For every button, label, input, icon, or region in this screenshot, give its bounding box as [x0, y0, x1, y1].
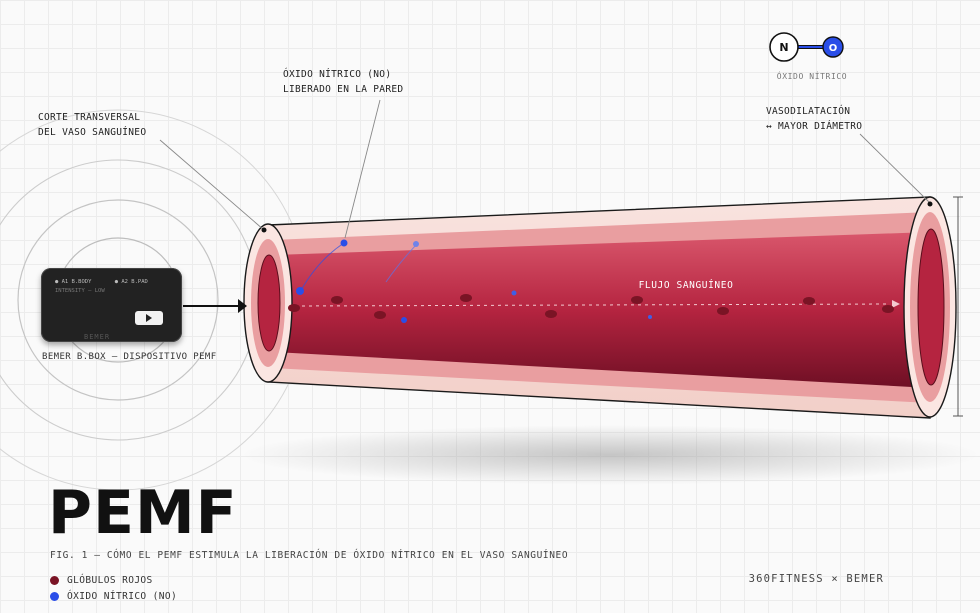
molecule-n-label: N	[779, 41, 788, 54]
nitric-oxide-particle	[296, 287, 304, 295]
device-channel-b: ● A2 B.PAD	[114, 279, 148, 285]
red-blood-cell	[331, 296, 343, 304]
legend-label-red-cells: GLÓBULOS ROJOS	[67, 574, 153, 586]
label-vasodilation-line1: VASODILATACIÓN	[766, 106, 851, 117]
flow-arrowhead	[892, 300, 900, 308]
nitrogen-atom	[769, 32, 799, 62]
legend-label-nitric-oxide: ÓXIDO NÍTRICO (NO)	[67, 590, 178, 602]
leader-no-released	[344, 99, 381, 239]
red-blood-cell	[374, 311, 386, 319]
nitric-oxide-particle	[340, 239, 348, 247]
nitric-oxide-particle	[413, 241, 419, 247]
label-cross-section-line2: DEL VASO SANGUÍNEO	[38, 127, 147, 138]
label-no-released-line1: ÓXIDO NÍTRICO (NO)	[283, 69, 392, 80]
legend-swatch-red-cells	[50, 575, 59, 585]
red-blood-cells	[288, 294, 894, 319]
legend-swatch-nitric-oxide	[50, 591, 59, 601]
molecule-caption: ÓXIDO NÍTRICO	[777, 70, 847, 81]
label-vasodilation-line2: ↔ MAYOR DIÁMETRO	[766, 121, 863, 132]
label-no-released-line2: LIBERADO EN LA PARED	[283, 84, 404, 95]
nitric-oxide-particles	[296, 239, 652, 323]
molecule-o-label: O	[829, 43, 838, 54]
device-caption: BEMER B.BOX — DISPOSITIVO PEMF	[42, 352, 217, 362]
red-blood-cell	[717, 307, 729, 315]
figure-caption: FIG. 1 — CÓMO EL PEMF ESTIMULA LA LIBERA…	[50, 550, 569, 561]
nitric-oxide-particle	[511, 290, 517, 296]
nitric-oxide-molecule-icon: N O	[769, 32, 844, 62]
device-brand: BEMER	[84, 333, 111, 341]
brand-mark: 360FITNESS × BEMER	[748, 573, 884, 585]
red-blood-cell	[631, 296, 643, 304]
vessel-end-right	[903, 196, 957, 418]
device-connector-arrowhead	[238, 299, 247, 313]
legend: GLÓBULOS ROJOS ÓXIDO NÍTRICO (NO)	[50, 572, 177, 604]
legend-item-red-cells: GLÓBULOS ROJOS	[50, 572, 177, 588]
vessel-lumen	[274, 232, 930, 388]
bemer-device: ● A1 B.BODY ● A2 B.PAD INTENSITY — LOW	[41, 268, 182, 342]
label-no-released: ÓXIDO NÍTRICO (NO) LIBERADO EN LA PARED	[283, 67, 403, 97]
device-play-button	[135, 311, 163, 325]
play-icon	[146, 314, 152, 322]
nitric-oxide-particle	[401, 317, 407, 323]
red-blood-cell	[545, 310, 557, 318]
red-blood-cell	[882, 305, 894, 313]
label-cross-section-line1: CORTE TRANSVERSAL	[38, 112, 141, 123]
flow-label: FLUJO SANGUÍNEO	[639, 279, 734, 291]
leader-cross-section	[159, 139, 265, 231]
legend-item-nitric-oxide: ÓXIDO NÍTRICO (NO)	[50, 588, 177, 604]
red-blood-cell	[460, 294, 472, 302]
flow-arrow-line	[294, 303, 891, 307]
device-channel-a: ● A1 B.BODY	[55, 279, 92, 285]
vessel-cross-section	[243, 223, 293, 383]
vessel-shadow	[240, 425, 980, 485]
label-cross-section: CORTE TRANSVERSAL DEL VASO SANGUÍNEO	[38, 110, 146, 140]
page-title: PEMF	[48, 478, 238, 548]
red-blood-cell	[288, 304, 300, 312]
diameter-bracket	[953, 196, 963, 417]
nitric-oxide-particle	[648, 315, 652, 319]
device-intensity: INTENSITY — LOW	[55, 288, 105, 294]
oxygen-atom	[822, 36, 844, 58]
leader-vasodilation	[859, 133, 931, 204]
red-blood-cell	[803, 297, 815, 305]
label-vasodilation: VASODILATACIÓN ↔ MAYOR DIÁMETRO	[766, 104, 862, 134]
